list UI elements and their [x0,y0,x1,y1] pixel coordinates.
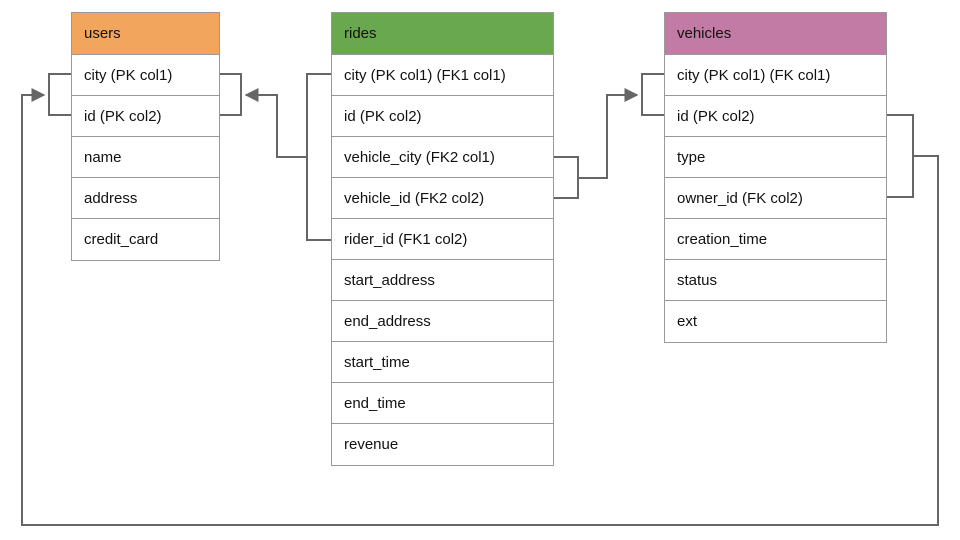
connector-users-left-bracket [48,73,71,116]
table-users-column-city[interactable]: city (PK col1) [72,55,219,96]
table-rides-column-city[interactable]: city (PK col1) (FK1 col1) [332,55,553,96]
table-users-column-id[interactable]: id (PK col2) [72,96,219,137]
table-vehicles-header: vehicles [665,13,886,55]
table-rides-column-start_time[interactable]: start_time [332,342,553,383]
table-vehicles-column-type[interactable]: type [665,137,886,178]
table-rides-column-vehicle_id[interactable]: vehicle_id (FK2 col2) [332,178,553,219]
table-users-column-address[interactable]: address [72,178,219,219]
table-vehicles-column-status[interactable]: status [665,260,886,301]
table-rides[interactable]: rides city (PK col1) (FK1 col1) id (PK c… [331,12,554,466]
table-users-header: users [72,13,219,55]
connector-rides-to-vehicles [578,88,639,179]
table-rides-column-end_address[interactable]: end_address [332,301,553,342]
table-users[interactable]: users city (PK col1) id (PK col2) name a… [71,12,220,261]
table-vehicles-column-owner_id[interactable]: owner_id (FK col2) [665,178,886,219]
connector-users-right-bracket [220,73,242,116]
table-rides-column-rider_id[interactable]: rider_id (FK1 col2) [332,219,553,260]
table-vehicles[interactable]: vehicles city (PK col1) (FK col1) id (PK… [664,12,887,343]
table-users-column-credit_card[interactable]: credit_card [72,219,219,260]
connector-rides-right-bracket [554,156,579,199]
table-vehicles-column-creation_time[interactable]: creation_time [665,219,886,260]
connector-rides-left-bracket [306,73,331,241]
connector-vehicles-right-bracket [887,114,914,198]
table-vehicles-column-city[interactable]: city (PK col1) (FK col1) [665,55,886,96]
connector-rides-to-users [244,88,307,158]
table-rides-header: rides [332,13,553,55]
connector-vehicles-left-bracket [641,73,664,116]
table-rides-column-id[interactable]: id (PK col2) [332,96,553,137]
table-vehicles-column-ext[interactable]: ext [665,301,886,342]
table-rides-column-end_time[interactable]: end_time [332,383,553,424]
table-rides-column-start_address[interactable]: start_address [332,260,553,301]
table-users-column-name[interactable]: name [72,137,219,178]
table-rides-column-revenue[interactable]: revenue [332,424,553,465]
table-rides-column-vehicle_city[interactable]: vehicle_city (FK2 col1) [332,137,553,178]
table-vehicles-column-id[interactable]: id (PK col2) [665,96,886,137]
